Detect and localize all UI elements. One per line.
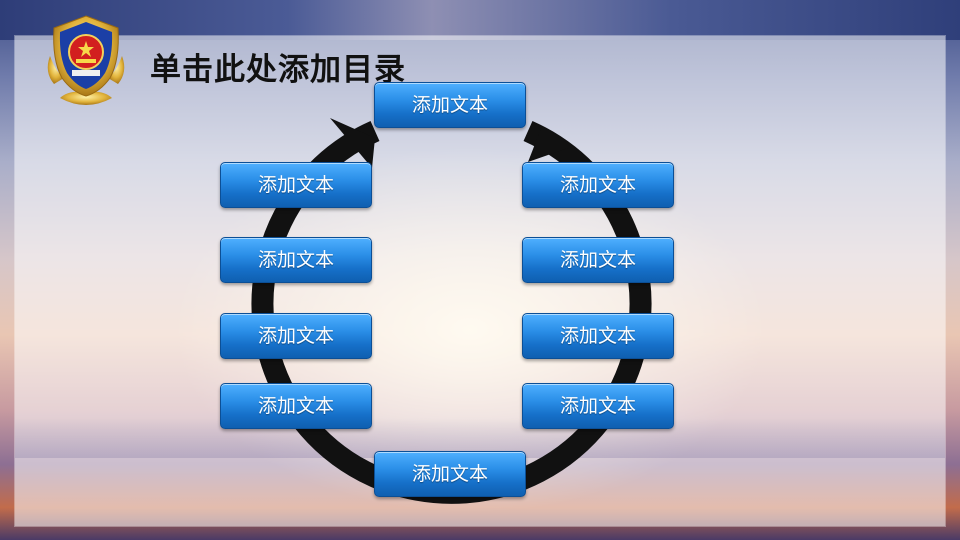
cycle-item-right-2[interactable]: 添加文本 (522, 237, 674, 283)
cycle-item-top[interactable]: 添加文本 (374, 82, 526, 128)
cycle-item-left-1[interactable]: 添加文本 (220, 162, 372, 208)
police-emblem-icon (47, 15, 125, 105)
sky-background (0, 0, 960, 40)
slide-title[interactable]: 单击此处添加目录 (150, 52, 406, 88)
cycle-item-left-4[interactable]: 添加文本 (220, 383, 372, 429)
cycle-item-bottom[interactable]: 添加文本 (374, 451, 526, 497)
cycle-item-right-3[interactable]: 添加文本 (522, 313, 674, 359)
cycle-item-left-2[interactable]: 添加文本 (220, 237, 372, 283)
cycle-item-left-3[interactable]: 添加文本 (220, 313, 372, 359)
cycle-item-right-1[interactable]: 添加文本 (522, 162, 674, 208)
cycle-item-right-4[interactable]: 添加文本 (522, 383, 674, 429)
